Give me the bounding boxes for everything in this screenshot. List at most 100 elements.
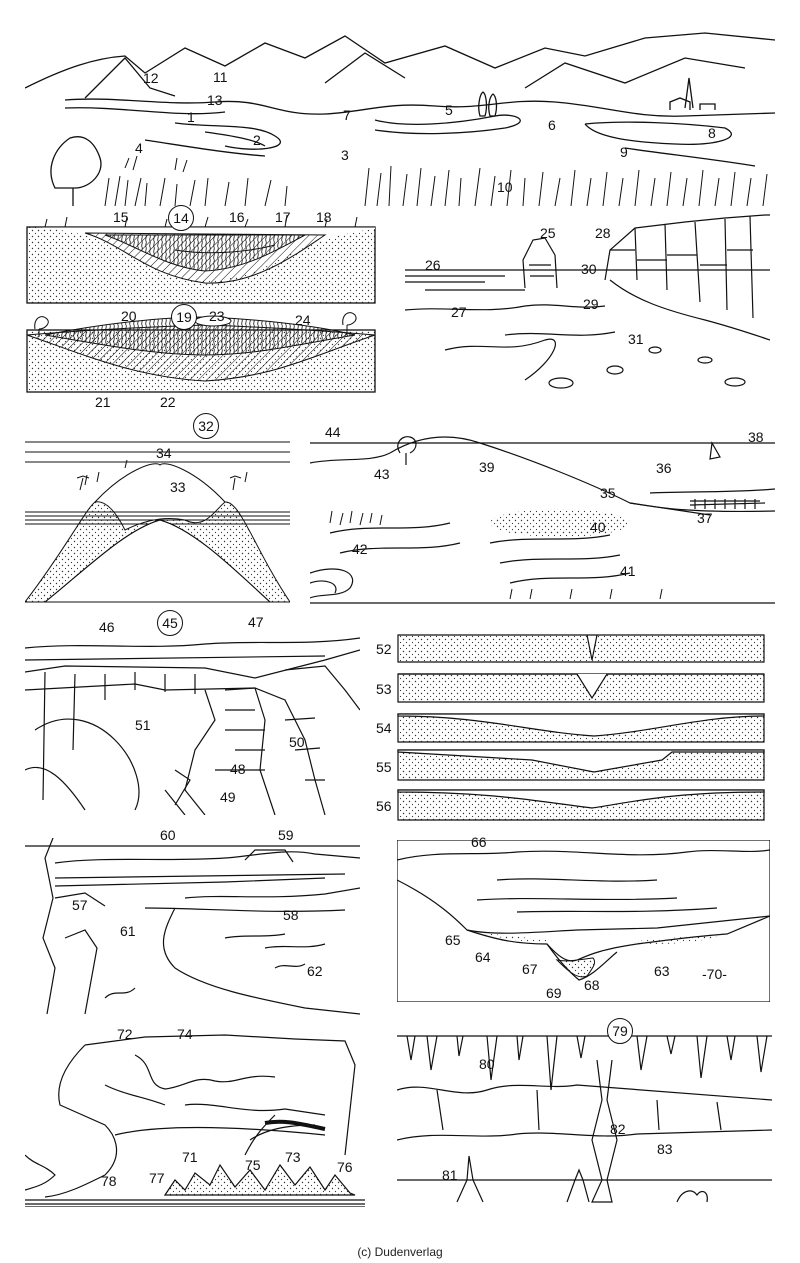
bog-sections-panel: 14 15 16 17 18 20 19 23 24 21 22: [25, 205, 380, 409]
label-25: 25: [540, 225, 556, 241]
circled-label-79: 79: [607, 1018, 633, 1044]
profile-label-55: 55: [376, 759, 392, 775]
label-22: 22: [160, 394, 176, 410]
label-24: 24: [295, 312, 311, 328]
label-66: 66: [471, 834, 487, 850]
label-35: 35: [600, 485, 616, 501]
label-16: 16: [229, 209, 245, 225]
label-77: 77: [149, 1170, 165, 1186]
label-36: 36: [656, 460, 672, 476]
label-65: 65: [445, 932, 461, 948]
label-50: 50: [289, 734, 305, 750]
label-30: 30: [581, 261, 597, 277]
karst-panel: 72 74 71 73 75 76 77 78: [25, 1025, 365, 1207]
label-17: 17: [275, 209, 291, 225]
label-20: 20: [121, 308, 137, 324]
label-2: 2: [253, 132, 261, 148]
profile-label-53: 53: [376, 681, 392, 697]
lake-section-panel: 66 65 64 67 63 -70- 68 69: [397, 835, 770, 1002]
label-4: 4: [135, 140, 143, 156]
label-46: 46: [99, 619, 115, 635]
label-78: 78: [101, 1173, 117, 1189]
label-68: 68: [584, 977, 600, 993]
label-47: 47: [248, 614, 264, 630]
cliff-coast-drawing: [405, 214, 770, 389]
label-9: 9: [620, 144, 628, 160]
dune-coast-drawing: [310, 436, 775, 604]
circled-label-19: 19: [171, 304, 197, 330]
label-64: 64: [475, 949, 491, 965]
label-13: 13: [207, 92, 223, 108]
label-75: 75: [245, 1157, 261, 1173]
circled-label-14: 14: [168, 205, 194, 231]
circled-label-45: 45: [157, 610, 183, 636]
label-40: 40: [590, 519, 606, 535]
label-28: 28: [595, 225, 611, 241]
river-terraces-panel: 60 59 57 58 61 62: [25, 828, 360, 1018]
label-59: 59: [278, 827, 294, 843]
lake-section-drawing: [397, 840, 770, 1002]
circled-label-32: 32: [193, 413, 219, 439]
label-60: 60: [160, 827, 176, 843]
label-39: 39: [479, 459, 495, 475]
label-70: -70-: [702, 966, 727, 982]
copyright-notice: (c) Dudenverlag: [357, 1245, 443, 1259]
canyon-drawing: [25, 637, 360, 815]
cliff-coast-panel: 25 28 26 30 29 27 31: [405, 210, 770, 390]
label-61: 61: [120, 923, 136, 939]
label-58: 58: [283, 907, 299, 923]
label-34: 34: [156, 445, 172, 461]
label-3: 3: [341, 147, 349, 163]
label-69: 69: [546, 985, 562, 1001]
profile-label-56: 56: [376, 798, 392, 814]
label-27: 27: [451, 304, 467, 320]
valley-profiles-panel: 52 53 54 55 56: [372, 632, 770, 822]
label-15: 15: [113, 209, 129, 225]
valley-profiles-drawing: [397, 634, 765, 821]
label-80: 80: [479, 1056, 495, 1072]
meander-landscape-panel: 12 11 13 1 2 4 7 5 6 8 9 3 10: [25, 28, 775, 210]
profile-label-54: 54: [376, 720, 392, 736]
label-81: 81: [442, 1167, 458, 1183]
label-6: 6: [548, 117, 556, 133]
label-8: 8: [708, 125, 716, 141]
label-43: 43: [374, 466, 390, 482]
meander-landscape-drawing: [25, 32, 775, 207]
label-49: 49: [220, 789, 236, 805]
label-82: 82: [610, 1121, 626, 1137]
label-38: 38: [748, 429, 764, 445]
dune-coast-panel: 44 38 43 39 36 35 37 40 42 41: [310, 423, 775, 605]
label-1: 1: [187, 109, 195, 125]
canyon-panel: 46 45 47 51 50 48 49: [25, 610, 360, 815]
label-73: 73: [285, 1149, 301, 1165]
label-42: 42: [352, 541, 368, 557]
label-83: 83: [657, 1141, 673, 1157]
label-10: 10: [497, 179, 513, 195]
label-71: 71: [182, 1149, 198, 1165]
atoll-drawing: [25, 441, 290, 603]
cave-drawing: [397, 1035, 772, 1203]
label-67: 67: [522, 961, 538, 977]
label-62: 62: [307, 963, 323, 979]
label-31: 31: [628, 331, 644, 347]
label-48: 48: [230, 761, 246, 777]
atoll-panel: 32 34 33: [25, 413, 290, 605]
label-44: 44: [325, 424, 341, 440]
label-7: 7: [343, 107, 351, 123]
label-12: 12: [143, 70, 159, 86]
label-23: 23: [209, 308, 225, 324]
label-74: 74: [177, 1026, 193, 1042]
river-terraces-drawing: [25, 838, 360, 1015]
label-18: 18: [316, 209, 332, 225]
label-41: 41: [620, 563, 636, 579]
label-26: 26: [425, 257, 441, 273]
profile-label-52: 52: [376, 641, 392, 657]
label-21: 21: [95, 394, 111, 410]
label-11: 11: [213, 69, 228, 85]
label-37: 37: [697, 510, 713, 526]
label-57: 57: [72, 897, 88, 913]
label-29: 29: [583, 296, 599, 312]
cave-panel: 80 79 82 83 81: [397, 1018, 772, 1212]
label-72: 72: [117, 1026, 133, 1042]
label-76: 76: [337, 1159, 353, 1175]
